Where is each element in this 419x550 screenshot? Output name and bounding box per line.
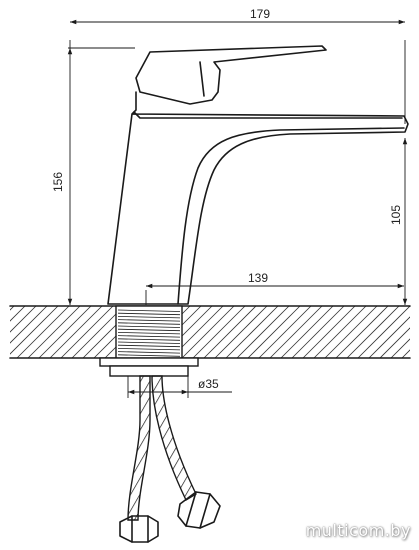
dimension-width-total: 179 [69,7,406,124]
threaded-shank [115,305,183,360]
dimension-156-label: 156 [51,172,65,192]
dimension-spout-reach: 139 [145,271,404,305]
hose-fitting-right [177,491,221,529]
countertop-section [9,305,411,359]
countertop-hatching [10,306,410,358]
hose-fitting-left [119,515,159,543]
dimension-139-label: 139 [248,271,268,285]
dimension-35-label: ø35 [198,377,219,391]
faucet-main-body [107,91,409,305]
faucet-body [107,45,409,305]
watermark: multicom.by [305,521,411,540]
dimension-105-label: 105 [389,205,403,225]
dimension-height-total: 156 [51,47,135,305]
mounting-nut [99,357,199,377]
dimension-179-label: 179 [250,7,270,21]
hose-right [151,375,197,501]
hose-left [127,375,151,521]
dimension-spout-height: 105 [389,138,408,305]
flexible-hoses [119,375,221,543]
faucet-lever [135,45,327,105]
